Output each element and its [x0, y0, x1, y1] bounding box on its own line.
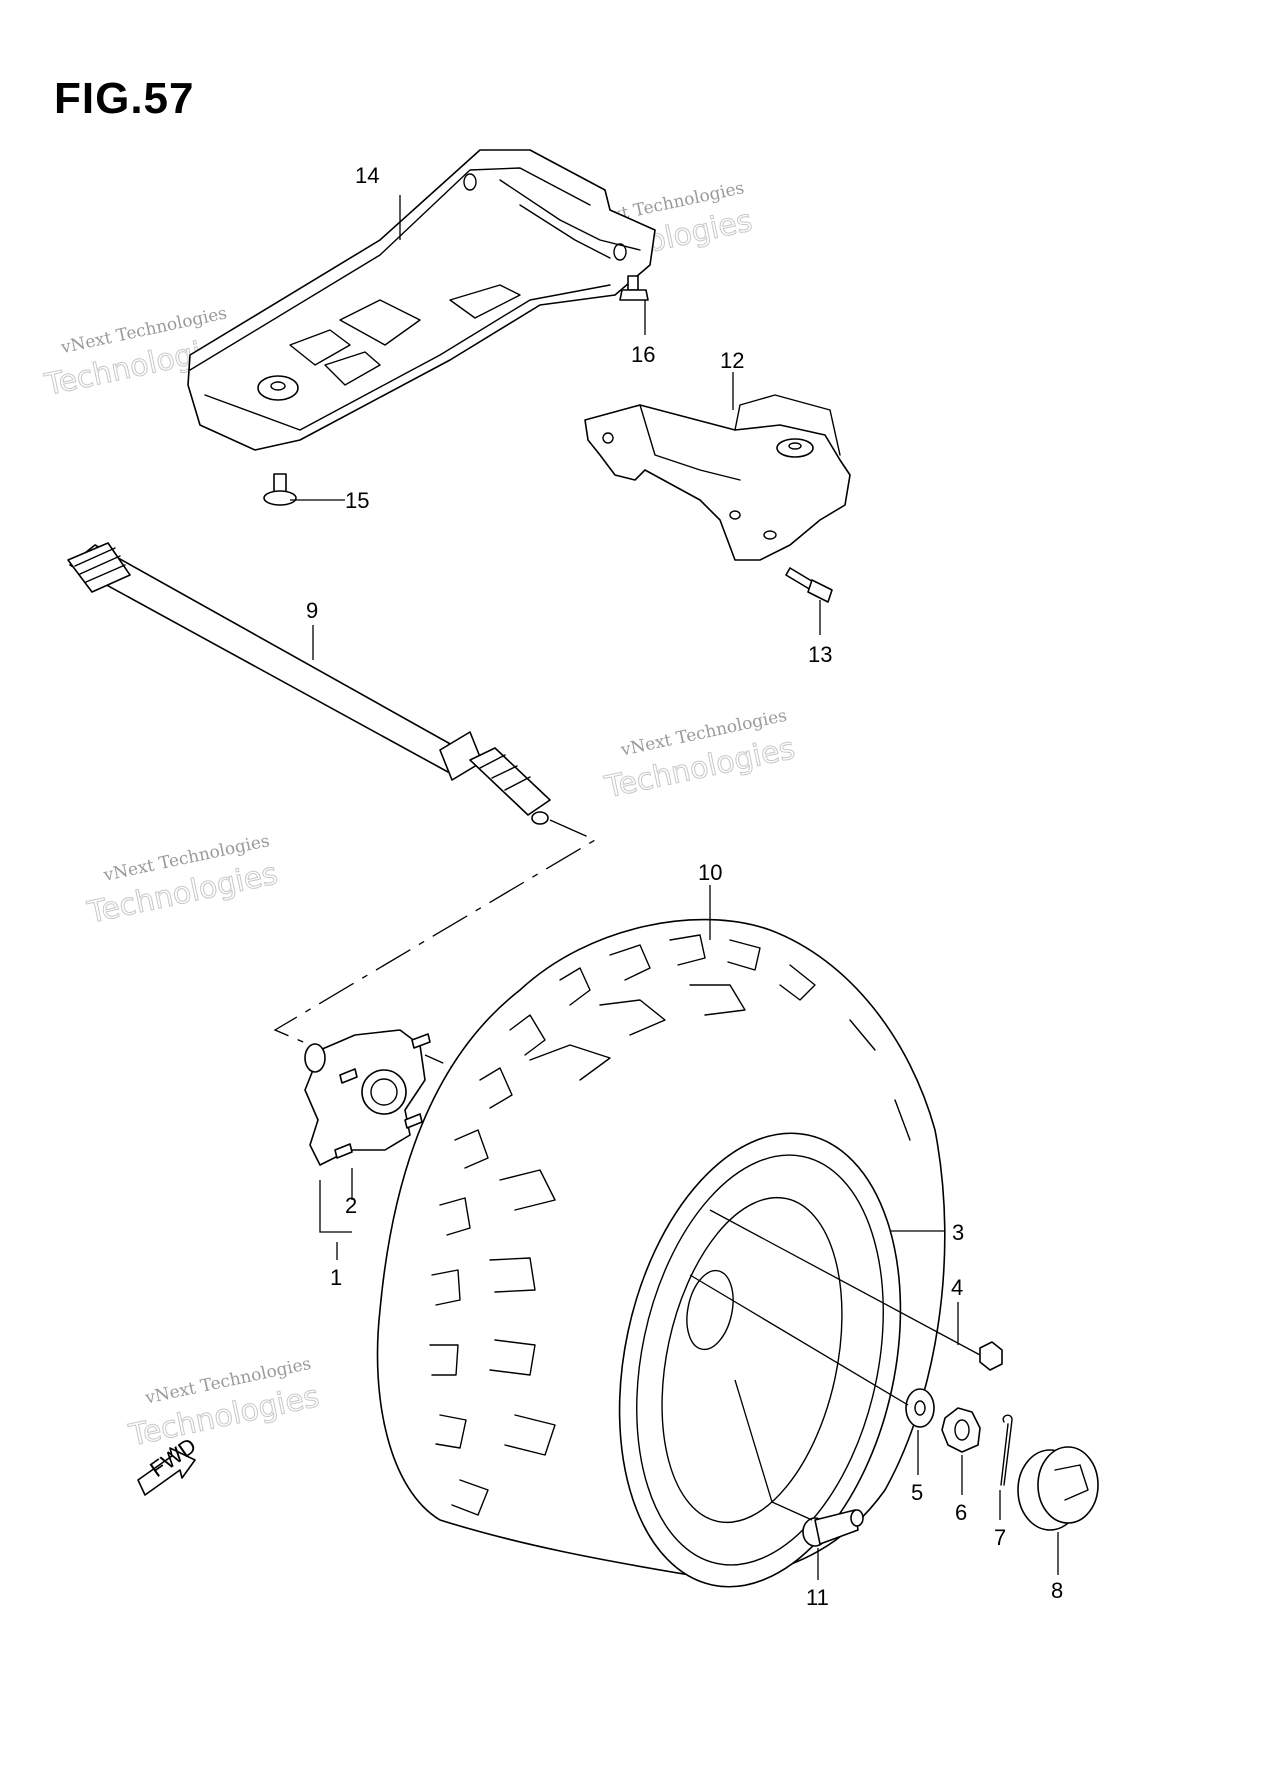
- callout-4: 4: [951, 1275, 963, 1300]
- assembly-centerline: [273, 819, 597, 1051]
- skid-plate-part: [187, 149, 656, 451]
- bolt-16-part: [619, 275, 649, 301]
- callout-6: 6: [955, 1500, 967, 1525]
- callout-1: 1: [330, 1265, 342, 1290]
- bolt-13-part: [785, 567, 833, 603]
- figure-title: FIG.57: [54, 74, 195, 123]
- tire-part: [376, 918, 946, 1588]
- leader-lines: [290, 195, 1059, 1580]
- valve-part: [802, 1509, 864, 1547]
- callout-16: 16: [631, 342, 655, 367]
- hub-part: [304, 1029, 431, 1166]
- callout-12: 12: [720, 348, 744, 373]
- axle-shaft-part: [67, 542, 551, 825]
- castle-nut-part: [941, 1407, 981, 1453]
- callout-13: 13: [808, 642, 832, 667]
- callout-2: 2: [345, 1193, 357, 1218]
- bracket-part: [584, 394, 851, 561]
- callout-9: 9: [306, 598, 318, 623]
- callout-11: 11: [806, 1585, 829, 1610]
- wheel-nut-part: [979, 1341, 1003, 1371]
- callout-5: 5: [911, 1480, 923, 1505]
- washer-part: [905, 1388, 935, 1428]
- bolt-15-part: [263, 473, 297, 506]
- callout-labels: 14 16 12 15 9 13 10 3 2 1 4 5 6 7 8 11: [306, 163, 1063, 1610]
- callout-3: 3: [952, 1220, 964, 1245]
- cotter-pin-part: [1000, 1414, 1013, 1486]
- callout-15: 15: [345, 488, 369, 513]
- callout-10: 10: [698, 860, 722, 885]
- callout-7: 7: [994, 1525, 1006, 1550]
- callout-8: 8: [1051, 1578, 1063, 1603]
- callout-14: 14: [355, 163, 379, 188]
- hub-cap-part: [1017, 1446, 1099, 1531]
